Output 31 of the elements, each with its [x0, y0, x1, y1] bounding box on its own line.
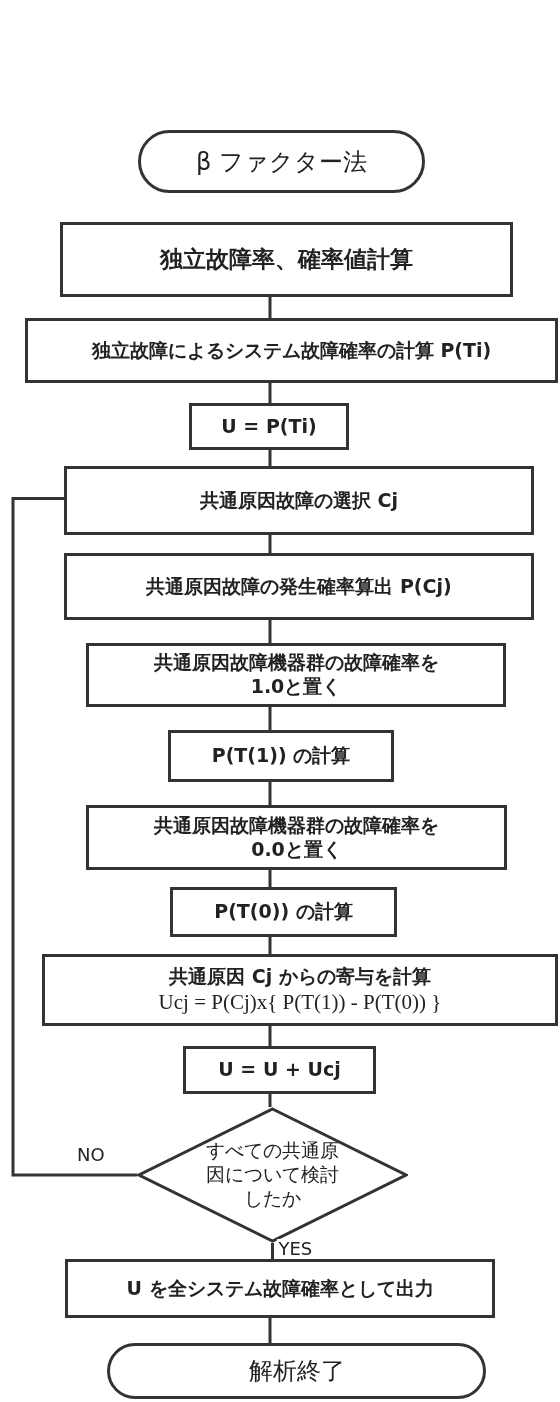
- process-box: P(T(1)) の計算: [168, 730, 394, 782]
- connector-line: [268, 1094, 272, 1107]
- connector-line: [268, 937, 272, 954]
- process-box: U を全システム故障確率として出力: [65, 1259, 495, 1318]
- connector-line: [11, 497, 137, 1177]
- process-box: [42, 954, 558, 1026]
- process-box: 独立故障によるシステム故障確率の計算 P(Ti): [25, 318, 558, 383]
- process-box: 独立故障率、確率値計算: [60, 222, 513, 297]
- connector-line: [268, 620, 272, 643]
- connector-line: [268, 1318, 272, 1343]
- process-box: 共通原因故障の発生確率算出 P(Cj): [64, 553, 534, 620]
- process-box: U = P(Ti): [189, 403, 349, 450]
- process-box: 共通原因故障機器群の故障確率を1.0と置く: [86, 643, 506, 707]
- process-box: 共通原因故障の選択 Cj: [64, 466, 534, 535]
- process-box: P(T(0)) の計算: [170, 887, 397, 937]
- connector-line: [268, 297, 272, 318]
- connector-line: [268, 383, 272, 403]
- process-box: U = U + Ucj: [183, 1046, 376, 1094]
- terminator-shape: β ファクター法: [138, 130, 425, 193]
- connector-line: [271, 1243, 274, 1259]
- connector-line: [268, 450, 272, 466]
- connector-line: [268, 535, 272, 553]
- process-box: 共通原因故障機器群の故障確率を0.0と置く: [86, 805, 507, 870]
- terminator-shape: 解析終了: [107, 1343, 486, 1399]
- connector-line: [268, 782, 272, 805]
- formula-text: Ucj = P(Cj)x{ P(T(1)) - P(T(0)) }: [158, 988, 442, 1015]
- decision-diamond: すべての共通原因について検討したか: [137, 1107, 408, 1243]
- connector-line: [268, 1026, 272, 1046]
- connector-line: [268, 870, 272, 887]
- connector-line: [268, 707, 272, 730]
- step-text: 共通原因 Cj からの寄与を計算: [169, 965, 431, 989]
